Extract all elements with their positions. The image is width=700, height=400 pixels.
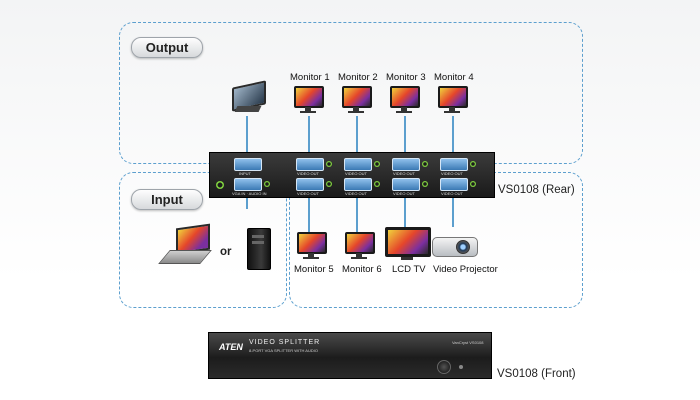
brand-logo: ATEN bbox=[219, 342, 243, 352]
video-projector-icon bbox=[432, 229, 480, 259]
monitor-2-icon bbox=[342, 86, 372, 116]
power-button[interactable] bbox=[437, 360, 451, 374]
rear-panel: INPUT VGA IN · AUDIO IN VIDEO OUT VIDEO … bbox=[209, 152, 495, 198]
product-name: VIDEO SPLITTER bbox=[249, 339, 321, 346]
model-badge: VanCryst VS0108 bbox=[452, 340, 484, 345]
video-out-label-4: VIDEO OUT bbox=[441, 171, 464, 176]
video-out-port-1 bbox=[296, 158, 324, 171]
video-out-label-8: VIDEO OUT bbox=[441, 191, 464, 196]
audio-out-jack-2 bbox=[374, 161, 380, 167]
cable-monitor-3 bbox=[404, 116, 406, 156]
lcd-tv-icon bbox=[385, 227, 431, 261]
lcd-tv-label: LCD TV bbox=[392, 264, 426, 275]
video-out-port-2 bbox=[344, 158, 372, 171]
audio-out-jack-8 bbox=[470, 181, 476, 187]
console-monitor-icon bbox=[228, 80, 268, 118]
audio-in-jack bbox=[264, 181, 270, 187]
monitor-5-icon bbox=[297, 232, 327, 262]
audio-out-jack-6 bbox=[374, 181, 380, 187]
video-out-port-8 bbox=[440, 178, 468, 191]
input-ports-label: VGA IN · AUDIO IN bbox=[232, 191, 267, 196]
monitor-2-label: Monitor 2 bbox=[338, 72, 378, 83]
video-out-port-5 bbox=[296, 178, 324, 191]
video-out-label-7: VIDEO OUT bbox=[393, 191, 416, 196]
monitor-1-label: Monitor 1 bbox=[290, 72, 330, 83]
monitor-5-label: Monitor 5 bbox=[294, 264, 334, 275]
or-text: or bbox=[220, 246, 232, 258]
video-out-port-6 bbox=[344, 178, 372, 191]
video-out-port-4 bbox=[440, 158, 468, 171]
vga-in-port bbox=[234, 178, 262, 191]
video-out-label-2: VIDEO OUT bbox=[345, 171, 368, 176]
video-projector-label: Video Projector bbox=[433, 264, 498, 275]
audio-out-jack-1 bbox=[326, 161, 332, 167]
cable-monitor-6 bbox=[356, 193, 358, 235]
video-out-label-3: VIDEO OUT bbox=[393, 171, 416, 176]
front-label: VS0108 (Front) bbox=[497, 368, 576, 380]
video-out-label-6: VIDEO OUT bbox=[345, 191, 368, 196]
input-zone bbox=[119, 172, 287, 308]
monitor-6-icon bbox=[345, 232, 375, 262]
audio-out-jack-4 bbox=[470, 161, 476, 167]
video-out-label-1: VIDEO OUT bbox=[297, 171, 320, 176]
output-label: Output bbox=[131, 37, 203, 58]
input-label: Input bbox=[131, 189, 203, 210]
audio-out-jack-7 bbox=[422, 181, 428, 187]
laptop-icon bbox=[158, 223, 212, 266]
desktop-tower-icon bbox=[247, 228, 271, 270]
cable-console bbox=[246, 116, 248, 156]
monitor-1-icon bbox=[294, 86, 324, 116]
console-port-label: INPUT bbox=[239, 171, 251, 176]
cable-monitor-2 bbox=[356, 116, 358, 156]
monitor-3-label: Monitor 3 bbox=[386, 72, 426, 83]
video-out-port-7 bbox=[392, 178, 420, 191]
monitor-6-label: Monitor 6 bbox=[342, 264, 382, 275]
video-out-label-5: VIDEO OUT bbox=[297, 191, 320, 196]
monitor-4-label: Monitor 4 bbox=[434, 72, 474, 83]
audio-out-jack-5 bbox=[326, 181, 332, 187]
product-subtitle: 8-PORT VGA SPLITTER WITH AUDIO bbox=[249, 348, 318, 353]
cable-monitor-5 bbox=[308, 193, 310, 235]
rear-label: VS0108 (Rear) bbox=[498, 184, 575, 196]
cable-input-v bbox=[246, 193, 248, 209]
cable-monitor-1 bbox=[308, 116, 310, 156]
audio-out-jack-3 bbox=[422, 161, 428, 167]
cable-lcd-tv bbox=[404, 193, 406, 227]
cable-monitor-4 bbox=[452, 116, 454, 156]
monitor-3-icon bbox=[390, 86, 420, 116]
console-port bbox=[234, 158, 262, 171]
led-indicator-icon bbox=[459, 365, 463, 369]
power-jack-icon bbox=[216, 181, 224, 189]
front-panel: ATEN VIDEO SPLITTER 8-PORT VGA SPLITTER … bbox=[208, 332, 492, 379]
monitor-4-icon bbox=[438, 86, 468, 116]
cable-projector bbox=[452, 193, 454, 227]
video-out-port-3 bbox=[392, 158, 420, 171]
